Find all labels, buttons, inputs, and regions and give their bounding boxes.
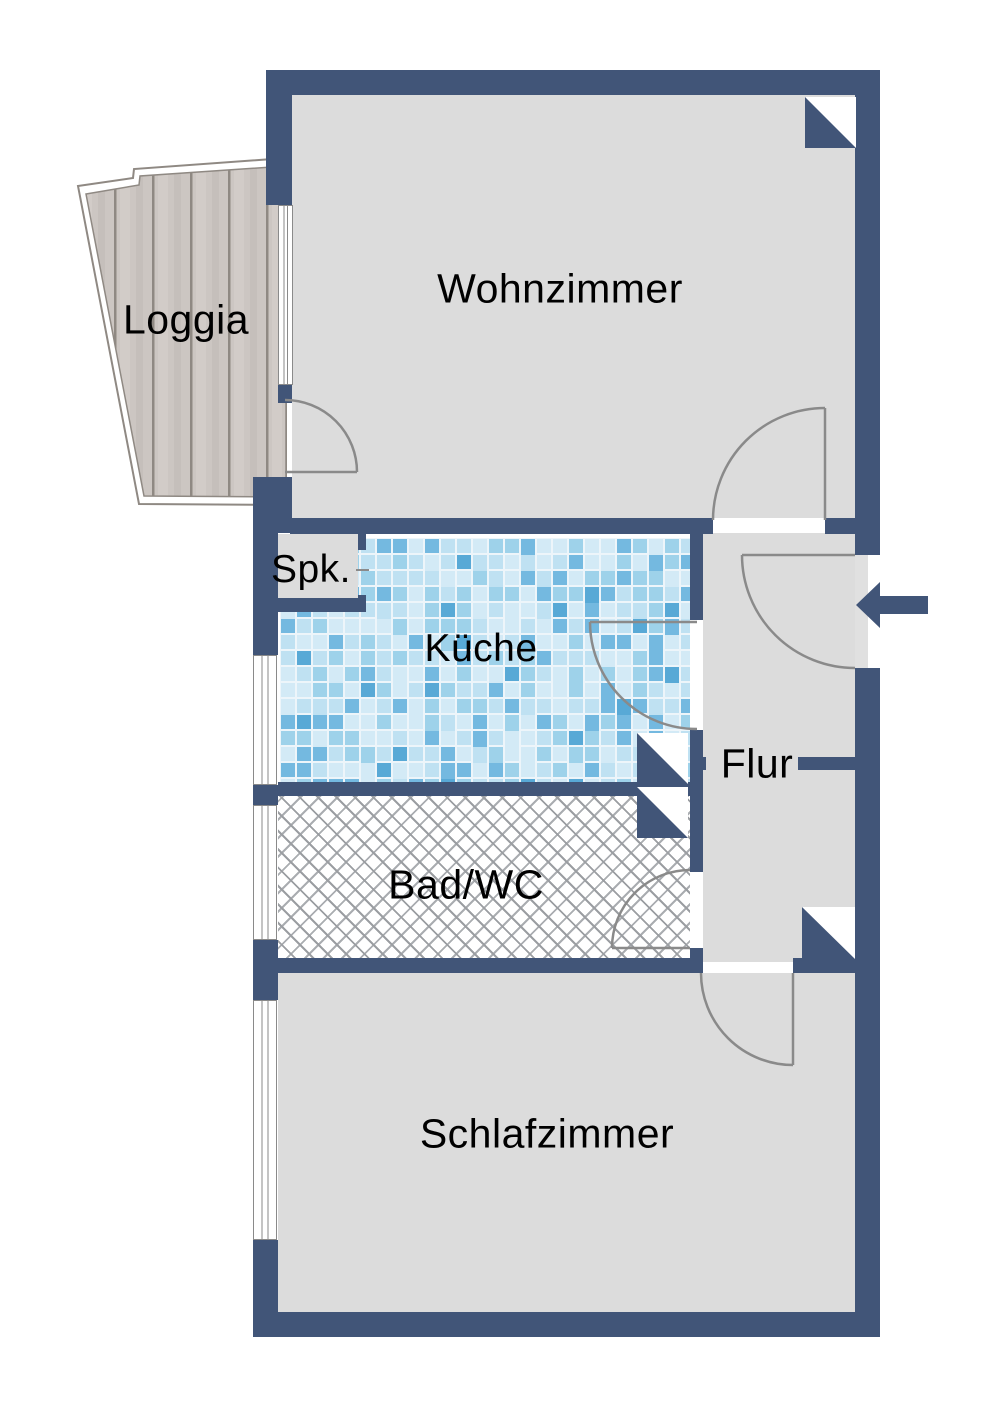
- schlafzimmer-window: [253, 1000, 277, 1240]
- door-loggia-arc: [284, 398, 359, 473]
- kueche-tile-floor: [280, 538, 690, 782]
- wall-kueche-east-upper: [690, 518, 703, 620]
- room-label-loggia: Loggia: [122, 296, 250, 343]
- wall-exterior-top: [266, 70, 880, 95]
- wall-schlafzimmer-north: [253, 958, 697, 973]
- shaft-kueche-upper-icon: [637, 733, 688, 784]
- spk-floor: [278, 534, 358, 598]
- shaft-corner-top-right-icon: [805, 97, 856, 148]
- wall-exterior-right-upper: [855, 70, 880, 555]
- shaft-bad-lower-icon: [637, 787, 688, 838]
- wall-wohnzimmer-south-stub: [825, 518, 855, 534]
- wall-exterior-left-4: [253, 1240, 278, 1312]
- wall-loggia-stub: [278, 385, 292, 403]
- wall-exterior-right-lower: [855, 668, 880, 1337]
- wall-kueche-south: [278, 782, 703, 796]
- door-wohnzimmer-arc: [711, 406, 826, 521]
- loggia-window: [278, 205, 293, 385]
- room-label-kueche: Küche: [424, 627, 538, 670]
- door-bad-arc: [610, 868, 691, 949]
- wall-spk-south: [278, 598, 366, 612]
- room-label-spk: Spk.: [270, 548, 352, 591]
- wall-exterior-left-2: [253, 785, 278, 805]
- door-schlafzimmer-arc: [699, 972, 794, 1067]
- wall-exterior-left-top: [266, 70, 292, 205]
- wall-left-block: [253, 477, 292, 533]
- wall-wohnzimmer-south: [290, 518, 713, 534]
- wall-exterior-bottom: [253, 1312, 880, 1337]
- wall-schlafzimmer-north-stub: [793, 958, 855, 973]
- room-label-badwc: Bad/WC: [388, 861, 544, 908]
- door-entrance-arc: [740, 554, 856, 670]
- entrance-arrow-icon: [856, 582, 928, 628]
- wall-flur-divider-right: [798, 757, 855, 770]
- room-label-flur: Flur: [720, 740, 794, 787]
- wohnzimmer-floor: [292, 95, 855, 518]
- wall-spk-east-top: [358, 533, 366, 550]
- wall-exterior-left-1: [253, 533, 278, 655]
- entrance-threshold-floor: [855, 555, 868, 668]
- room-label-wohnzimmer: Wohnzimmer: [437, 265, 683, 312]
- kueche-window: [253, 655, 277, 785]
- schlafzimmer-floor: [278, 973, 855, 1312]
- shaft-bottom-right-icon: [802, 907, 855, 959]
- door-kueche-arc: [588, 621, 698, 731]
- shaft-symbols: [637, 97, 856, 959]
- wall-flur-divider-left: [690, 757, 706, 770]
- flur-floor: [703, 533, 855, 962]
- bad-window: [253, 805, 277, 940]
- badwc-hatch-floor: [278, 796, 690, 958]
- room-label-schlafzimmer: Schlafzimmer: [419, 1110, 675, 1157]
